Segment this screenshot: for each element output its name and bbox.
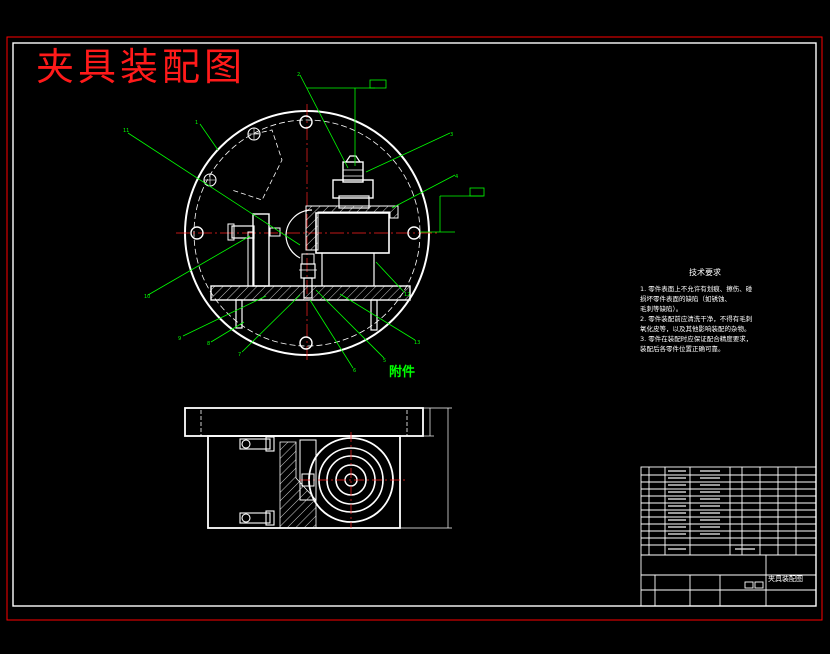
locating-arc — [285, 209, 313, 259]
top-view: 1 2 3 4 5 6 7 8 9 10 11 12 13 — [123, 72, 485, 374]
balloon-8: 8 — [207, 341, 210, 347]
bolt-hole-bottom — [299, 336, 313, 350]
tech-requirements-title: 技术要求 — [689, 268, 721, 277]
top-nut — [342, 161, 364, 183]
front-view — [184, 407, 452, 529]
balloon-1: 1 — [195, 120, 198, 126]
bolt-hole-left — [190, 226, 204, 240]
tech-line: 1. 零件表面上不允许有划痕、擦伤、碰伤等 — [640, 285, 752, 293]
balloon-2: 2 — [297, 72, 300, 78]
balloon-13: 13 — [414, 340, 420, 346]
hidden-sector — [231, 129, 283, 201]
balloon-3: 3 — [450, 132, 453, 138]
balloon-4: 4 — [455, 174, 458, 180]
front-clamp-screws — [239, 436, 275, 526]
parts-list-text-marks — [668, 470, 755, 550]
tech-requirements: 技术要求 1. 零件表面上不允许有划痕、擦伤、碰伤等 损坏零件表面的缺陷（如锈蚀… — [640, 268, 752, 354]
tech-line: 3. 零件在装配时应保证配合精度要求， — [640, 335, 752, 343]
bolt-hole-top — [299, 115, 313, 129]
left-clamp-screw — [231, 225, 255, 239]
balloon-12: 12 — [404, 292, 410, 298]
title-block — [640, 466, 817, 607]
left-bracket-rib — [247, 231, 255, 287]
bolt-hole-right — [407, 226, 421, 240]
leader-lines — [127, 74, 485, 369]
tech-line: 氧化皮等，以及其他影响装配的杂物。 — [640, 325, 751, 333]
balloon-6: 6 — [353, 368, 356, 374]
parts-list — [641, 467, 816, 556]
part-label: 附件 — [389, 365, 416, 380]
sheet-outer-border — [6, 36, 823, 621]
balloon-labels: 1 2 3 4 5 6 7 8 9 10 11 12 13 — [123, 72, 458, 374]
balloon-7: 7 — [238, 352, 241, 358]
left-bracket — [252, 213, 270, 287]
bottom-screw — [300, 263, 316, 279]
drawing-title: 夹具装配图 — [36, 45, 247, 89]
tech-line: 损坏零件表面的缺陷（如锈蚀、 — [640, 295, 731, 303]
leg-left — [235, 299, 243, 329]
support-plate — [210, 285, 411, 301]
sheet-inner-border — [12, 42, 817, 607]
title-block-name: 夹具装配图 — [768, 575, 803, 583]
tech-line: 装配后各零件位置正确可靠。 — [640, 345, 725, 353]
balloon-11: 11 — [123, 128, 129, 134]
workpiece-body — [315, 212, 390, 254]
tech-line: 2. 零件装配前应清洗干净，不得有毛刺、飞边、 — [640, 315, 752, 323]
balloon-10: 10 — [144, 294, 150, 300]
front-section-hatch — [279, 441, 317, 529]
leg-right — [370, 299, 378, 331]
balloon-9: 9 — [178, 336, 181, 342]
top-block — [332, 179, 374, 199]
balloon-5: 5 — [383, 358, 386, 364]
tech-line: 毛刺等缺陷）。 — [640, 305, 683, 313]
front-top-plate — [184, 407, 424, 437]
